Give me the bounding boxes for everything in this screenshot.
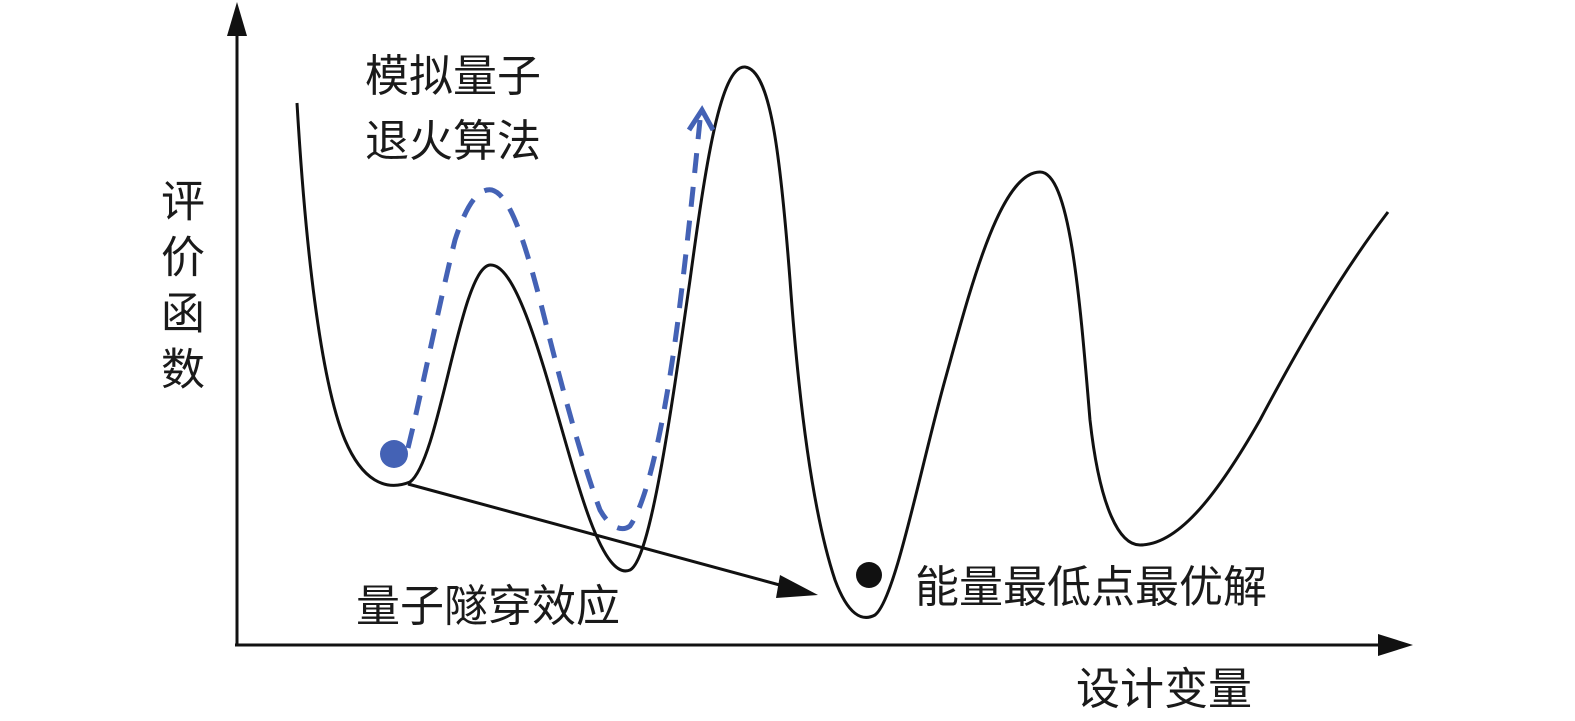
global-minimum-dot	[856, 562, 882, 588]
y-axis	[227, 2, 247, 645]
x-axis-arrow-icon	[1378, 634, 1413, 656]
tunneling-label: 量子隧穿效应	[356, 581, 620, 632]
annealing-dashed-path	[405, 119, 703, 532]
sqa-label-line2: 退火算法	[365, 116, 541, 167]
annealing-arrow-head-icon	[686, 105, 716, 132]
tunneling-arrow	[407, 482, 799, 592]
x-axis-label: 设计变量	[1076, 664, 1252, 715]
energy-curve	[295, 65, 1390, 619]
sqa-label-line1: 模拟量子	[365, 51, 541, 102]
tunneling-arrow-head-icon	[776, 575, 818, 598]
y-axis-label: 评价函数	[153, 178, 204, 402]
start-state-dot	[380, 440, 408, 468]
global-minimum-label: 能量最低点最优解	[915, 562, 1267, 613]
y-axis-arrow-icon	[227, 2, 247, 36]
x-axis	[235, 634, 1413, 656]
